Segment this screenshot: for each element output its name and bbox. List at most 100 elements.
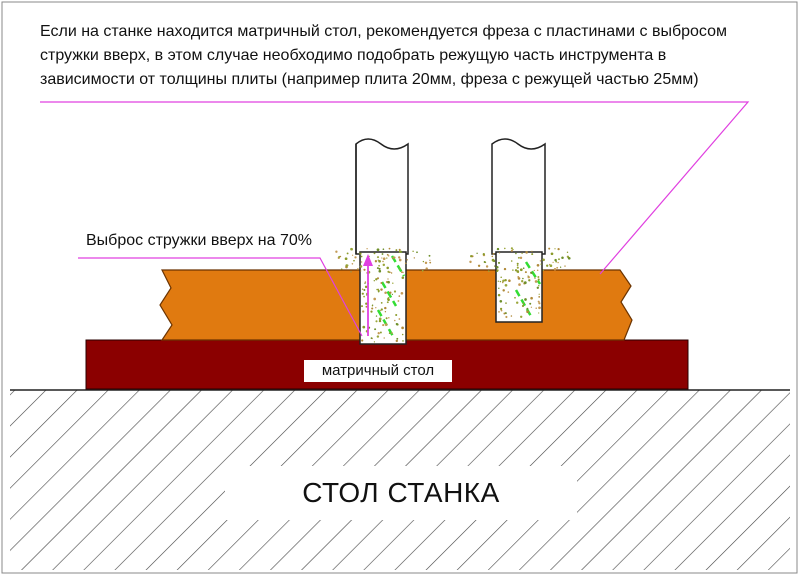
chip-particle <box>364 285 368 289</box>
chip-particle <box>510 247 513 250</box>
chip-particle <box>504 283 508 287</box>
chip-particle <box>521 252 523 255</box>
chip-particle <box>359 252 362 255</box>
chip-particle <box>384 306 387 310</box>
chip-particle <box>376 277 380 280</box>
chip-particle <box>380 308 383 311</box>
chip-particle <box>373 280 375 282</box>
chip-particle <box>399 268 401 270</box>
chip-particle <box>377 332 380 335</box>
chip-particle <box>536 263 540 267</box>
chip-particle <box>401 276 405 280</box>
chip-particle <box>400 291 404 295</box>
chip-particle <box>503 247 506 250</box>
chip-particle <box>514 296 516 299</box>
chip-particle <box>380 302 383 304</box>
chip-particle <box>550 252 554 256</box>
chip-particle <box>398 295 401 297</box>
chip-particle <box>499 280 502 283</box>
chip-particle <box>360 255 363 258</box>
chip-particle <box>387 298 390 301</box>
router-bit-right <box>469 138 571 323</box>
chip-particle <box>500 309 503 312</box>
chip-particle <box>388 317 390 319</box>
chip-particle <box>386 257 388 259</box>
chip-particle <box>554 258 557 262</box>
chip-particle <box>521 280 524 283</box>
chip-particle <box>416 251 418 254</box>
chip-particle <box>398 256 401 259</box>
chip-particle <box>537 300 540 303</box>
chip-particle <box>482 253 485 256</box>
chip-particle <box>517 276 520 278</box>
chip-particle <box>366 248 368 250</box>
router-bit-left <box>335 138 432 345</box>
chip-particle <box>377 288 380 291</box>
chip-particle <box>519 268 523 272</box>
chip-particle <box>564 265 566 267</box>
chip-particle <box>381 257 383 259</box>
chip-particle <box>534 280 538 283</box>
chip-particle <box>390 272 393 274</box>
chip-particle <box>425 267 428 270</box>
chip-particle <box>344 257 348 261</box>
chip-particle <box>500 276 502 279</box>
chip-particle <box>385 317 388 320</box>
chip-particle <box>533 269 535 272</box>
chip-particle <box>392 282 394 284</box>
chip-particle <box>346 252 349 255</box>
chip-particle <box>524 298 527 301</box>
chip-particle <box>395 313 398 317</box>
chip-particle <box>469 260 472 264</box>
chip-particle <box>402 340 404 342</box>
chip-particle <box>561 256 564 259</box>
chip-particle <box>378 259 381 263</box>
chip-particle <box>512 248 514 251</box>
chip-particle <box>341 268 343 270</box>
chip-particle <box>498 287 500 290</box>
chip-particle <box>510 315 513 317</box>
chip-particle <box>542 258 545 262</box>
chip-particle <box>496 270 499 273</box>
chip-particle <box>381 253 384 255</box>
chip-particle <box>498 311 500 313</box>
chip-particle <box>389 291 392 294</box>
chip-particle <box>505 302 507 304</box>
chip-particle <box>521 304 525 308</box>
chip-particle <box>522 303 525 305</box>
chip-particle <box>373 341 376 343</box>
chip-particle <box>530 306 533 308</box>
chip-particle <box>396 337 399 340</box>
chip-particle <box>404 262 407 265</box>
chip-particle <box>538 285 540 287</box>
chip-particle <box>536 269 539 272</box>
chip-particle <box>523 281 527 285</box>
chip-particle <box>534 277 536 279</box>
chip-particle <box>398 248 401 251</box>
chip-particle <box>375 315 378 317</box>
chip-particle <box>380 288 383 291</box>
chip-particle <box>485 265 489 268</box>
chip-particle <box>361 288 364 290</box>
chip-particle <box>526 310 528 312</box>
chip-particle <box>360 270 362 272</box>
chip-particle <box>379 331 382 334</box>
chip-particle <box>522 267 525 270</box>
chip-particle <box>507 291 510 293</box>
chip-particle <box>470 255 473 258</box>
chip-particle <box>558 258 560 261</box>
chip-particle <box>529 302 532 305</box>
chip-particle <box>531 253 534 256</box>
chip-particle <box>378 317 382 321</box>
chip-particle <box>422 260 425 263</box>
chip-particle <box>384 311 387 313</box>
chip-particle <box>398 258 402 262</box>
chip-particle <box>554 248 556 250</box>
description-leader-line <box>40 101 750 275</box>
chip-particle <box>387 280 390 284</box>
chip-particle <box>397 300 400 302</box>
chip-particle <box>365 302 368 305</box>
chip-particle <box>566 251 569 253</box>
chip-particle <box>346 264 349 267</box>
chip-particle <box>508 279 511 282</box>
